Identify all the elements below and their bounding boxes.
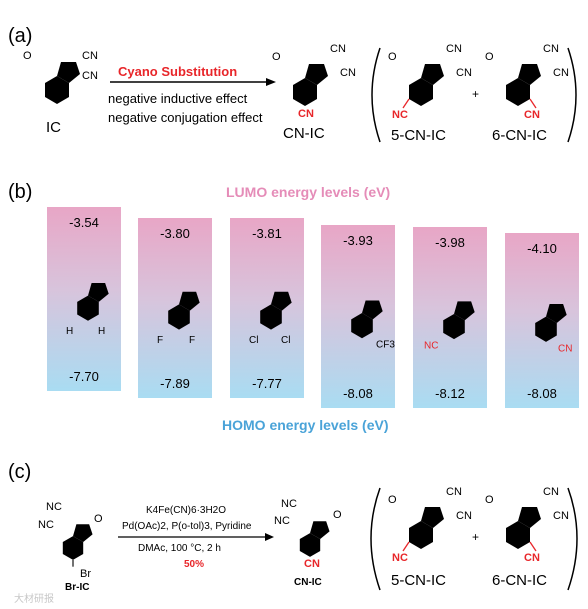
5-cn-ic-structure-c [402,483,448,552]
substituent-label: CF3 [376,340,395,351]
6-cn-ic-c-cn-2: CN [553,510,569,522]
lumo-value: -3.98 [435,235,465,250]
6-cn-ic-c-cn: CN [524,552,540,564]
conjugation-effect-label: negative conjugation effect [108,110,263,125]
panel-a-label: (a) [8,25,32,47]
lumo-value: -3.93 [343,233,373,248]
energy-bar-group: -3.81 -7.77 Cl Cl [230,218,304,398]
5-cn-ic-c-name: 5-CN-IC [391,572,446,589]
lumo-value: -4.10 [527,241,557,256]
energy-bar-group: -3.54 -7.70 H H [47,207,121,391]
substituent-label: NC [424,341,438,352]
conditions: DMAc, 100 °C, 2 h [138,543,221,554]
reagent-1: K4Fe(CN)6·3H2O [146,505,226,516]
paren-left-a [371,47,381,143]
energy-bar-group: -3.98 -8.12 NC [413,227,487,408]
br-ic-cn-1: NC [46,501,62,513]
inductive-effect-label: negative inductive effect [108,91,248,106]
cn-ic-cn-2: CN [340,67,356,79]
homo-value: -8.12 [435,386,465,401]
cn-ic-cn-sub: CN [298,108,314,120]
ic-cn-label-1: CN [82,50,98,62]
substituent-label: CN [558,343,572,354]
energy-bar-group: -3.80 -7.89 F F [138,218,212,398]
substituent-label: F [157,335,163,346]
br-ic-name: Br-IC [65,582,89,593]
arrowhead-a [266,78,276,86]
5-cn-ic-c-nc: NC [392,552,408,564]
5-cn-ic-c-o: O [388,494,397,506]
ic-name: IC [46,119,61,136]
panel-b-label: (b) [8,181,32,203]
homo-value: -7.70 [69,369,99,384]
5-cn-ic-cn-2: CN [456,67,472,79]
homo-value: -7.89 [160,376,190,391]
homo-value: -8.08 [343,386,373,401]
cn-ic-cn-1: CN [330,43,346,55]
lumo-value: -3.80 [160,226,190,241]
paren-right-c [567,487,578,591]
cn-ic-c-cn-1: NC [281,498,297,510]
cn-ic-structure-c [296,500,333,557]
6-cn-ic-structure-c [502,483,545,552]
yield: 50% [184,559,204,570]
paren-right-a [567,47,577,143]
lumo-value: -3.81 [252,226,282,241]
lumo-value: -3.54 [69,215,99,230]
plus-c: + [472,530,479,544]
homo-value: -8.08 [527,386,557,401]
substituent-label: F [189,335,195,346]
br-ic-structure [59,503,96,567]
homo-title: HOMO energy levels (eV) [222,417,389,433]
cn-ic-c-cn-sub: CN [304,558,320,570]
cn-ic-oxygen: O [272,51,281,63]
cn-ic-c-o: O [333,509,342,521]
paren-left-c [370,487,381,591]
cn-ic-c-name: CN-IC [294,577,322,588]
cn-ic-structure [289,40,332,106]
cn-ic-name: CN-IC [283,125,325,142]
6-cn-ic-o: O [485,51,494,63]
arrowhead-c [265,533,274,541]
5-cn-ic-nc: NC [392,109,408,121]
5-cn-ic-c-cn-1: CN [446,486,462,498]
5-cn-ic-cn-1: CN [446,43,462,55]
6-cn-ic-c-cn-1: CN [543,486,559,498]
ic-oxygen-label: O [23,50,32,62]
6-cn-ic-c-name: 6-CN-IC [492,572,547,589]
watermark: 大材研报 [14,592,54,605]
cn-ic-c-cn-2: NC [274,515,290,527]
5-cn-ic-name: 5-CN-IC [391,127,446,144]
ic-cn-label-2: CN [82,70,98,82]
reagent-2: Pd(OAc)2, P(o-tol)3, Pyridine [122,521,252,532]
6-cn-ic-name: 6-CN-IC [492,127,547,144]
5-cn-ic-c-cn-2: CN [456,510,472,522]
plus-a: + [472,87,479,101]
6-cn-ic-cn-1: CN [543,43,559,55]
panel-c-label: (c) [8,461,31,483]
5-cn-ic-structure [402,40,448,109]
6-cn-ic-cn-2: CN [553,67,569,79]
substituent-label: H [66,326,73,337]
br-sub-label: Br [80,568,91,580]
ic-structure [41,38,84,104]
br-ic-o: O [94,513,103,525]
lumo-title: LUMO energy levels (eV) [226,184,390,200]
br-ic-cn-2: NC [38,519,54,531]
6-cn-ic-cn: CN [524,109,540,121]
substituent-label: H [98,326,105,337]
5-cn-ic-o: O [388,51,397,63]
substituent-label: Cl [249,335,258,346]
energy-bar-group: -4.10 -8.08 CN [505,233,579,408]
cyano-substitution-label: Cyano Substitution [118,64,237,79]
6-cn-ic-c-o: O [485,494,494,506]
homo-value: -7.77 [252,376,282,391]
energy-bar-group: -3.93 -8.08 CF3 [321,225,395,408]
substituent-label: Cl [281,335,290,346]
6-cn-ic-structure [502,40,545,109]
